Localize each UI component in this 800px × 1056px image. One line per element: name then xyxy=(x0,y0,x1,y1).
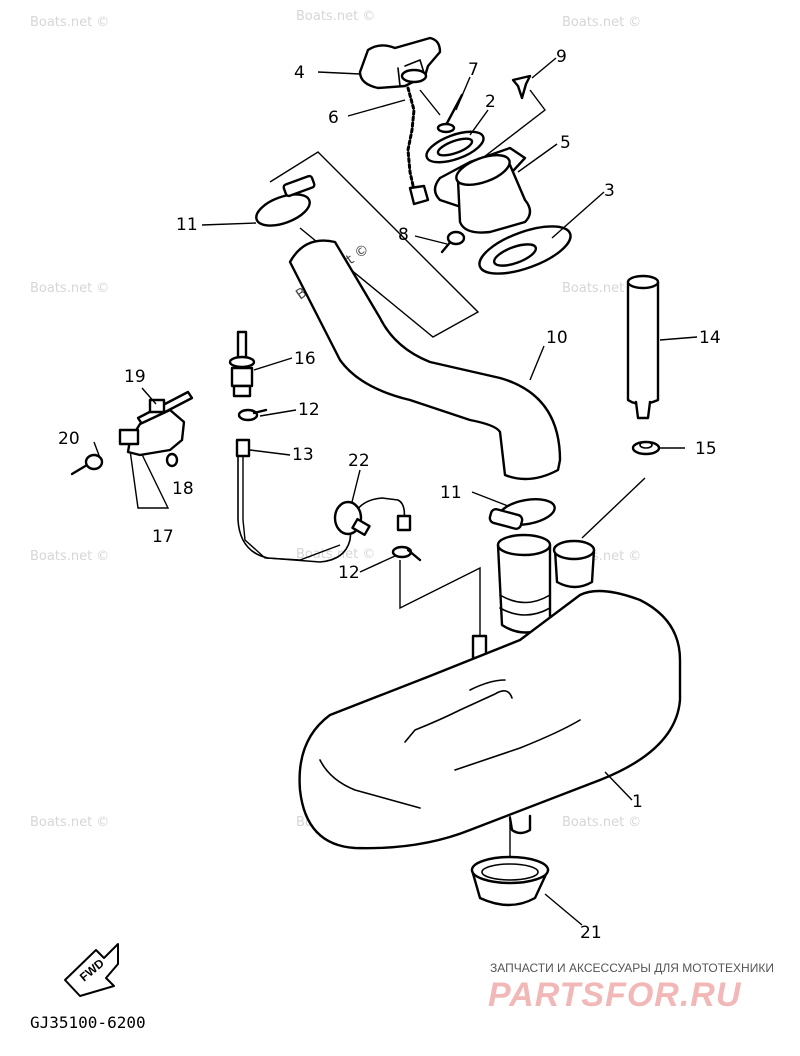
grommet xyxy=(631,440,661,456)
callout-6: 6 xyxy=(328,108,339,128)
fuel-tank xyxy=(298,589,682,850)
callout-12-lower: 12 xyxy=(338,563,360,583)
tank-filler-pipe xyxy=(496,533,552,634)
washer xyxy=(165,452,179,468)
watermark: Boats.net © xyxy=(30,549,109,564)
watermark: Boats.net © xyxy=(296,547,375,562)
watermark: Boats.net © xyxy=(562,281,641,296)
cap-gasket xyxy=(425,130,485,164)
callout-8: 8 xyxy=(398,225,409,245)
retaining-chain xyxy=(406,86,430,206)
callout-5: 5 xyxy=(560,133,571,153)
hose-clamp-small xyxy=(333,500,371,537)
callout-4: 4 xyxy=(294,63,305,83)
callout-14: 14 xyxy=(699,328,721,348)
watermark: Boats.net © xyxy=(30,281,109,296)
fuel-hose xyxy=(235,438,412,563)
watermark: Boats.net © xyxy=(562,815,641,830)
hose-clamp-upper xyxy=(255,174,316,227)
callout-21: 21 xyxy=(580,923,602,943)
callout-18: 18 xyxy=(172,479,194,499)
screw xyxy=(436,93,464,134)
hose-clip-lower xyxy=(391,545,422,562)
hose-clamp-lower xyxy=(488,498,556,530)
callouts: 4 7 9 2 6 5 3 11 8 10 14 16 19 12 20 13 … xyxy=(58,47,721,943)
brand-tagline: ЗАПЧАСТИ И АКСЕССУАРЫ ДЛЯ МОТОТЕХНИКИ xyxy=(490,961,774,975)
callout-10: 10 xyxy=(546,328,568,348)
drain-cup xyxy=(470,855,550,907)
callout-12-upper: 12 xyxy=(298,400,320,420)
brand-logo-text: PARTSFOR.RU xyxy=(488,976,742,1014)
filler-neck xyxy=(433,146,532,234)
rivet xyxy=(440,230,466,254)
holder-rivet xyxy=(70,428,140,476)
neck-gasket xyxy=(478,225,572,275)
hose-holder-band xyxy=(126,390,194,457)
forward-direction-arrow: FWD xyxy=(64,943,119,997)
watermark: Boats.net © xyxy=(30,15,109,30)
assembly-lines xyxy=(129,89,646,640)
callout-13: 13 xyxy=(292,445,314,465)
watermark: Boats.net © xyxy=(562,15,641,30)
callout-1: 1 xyxy=(632,792,643,812)
hose-clip-upper xyxy=(237,408,268,422)
callout-2: 2 xyxy=(485,92,496,112)
callout-16: 16 xyxy=(294,349,316,369)
callout-7: 7 xyxy=(468,60,479,80)
watermark: Boats.net © xyxy=(296,9,375,24)
diagram-code: GJ35100-6200 xyxy=(30,1013,146,1032)
callout-3: 3 xyxy=(604,181,615,201)
callout-20: 20 xyxy=(58,429,80,449)
callout-22: 22 xyxy=(348,451,370,471)
watermark: Boats.net © xyxy=(30,815,109,830)
callout-15: 15 xyxy=(695,439,717,459)
filler-cap xyxy=(358,36,442,90)
tank-vent-pipe xyxy=(552,539,596,589)
tapping-screw xyxy=(511,74,532,100)
leader-lines xyxy=(93,57,698,926)
fuel-cock xyxy=(228,330,256,398)
callout-17: 17 xyxy=(152,527,174,547)
callout-19: 19 xyxy=(124,367,146,387)
callout-11-upper: 11 xyxy=(176,215,198,235)
callout-11-lower: 11 xyxy=(440,483,462,503)
brand-logo: ЗАПЧАСТИ И АКСЕССУАРЫ ДЛЯ МОТОТЕХНИКИ PA… xyxy=(488,961,774,1014)
filler-hose xyxy=(288,239,562,481)
vent-tube xyxy=(626,274,660,420)
callout-9: 9 xyxy=(556,47,567,67)
